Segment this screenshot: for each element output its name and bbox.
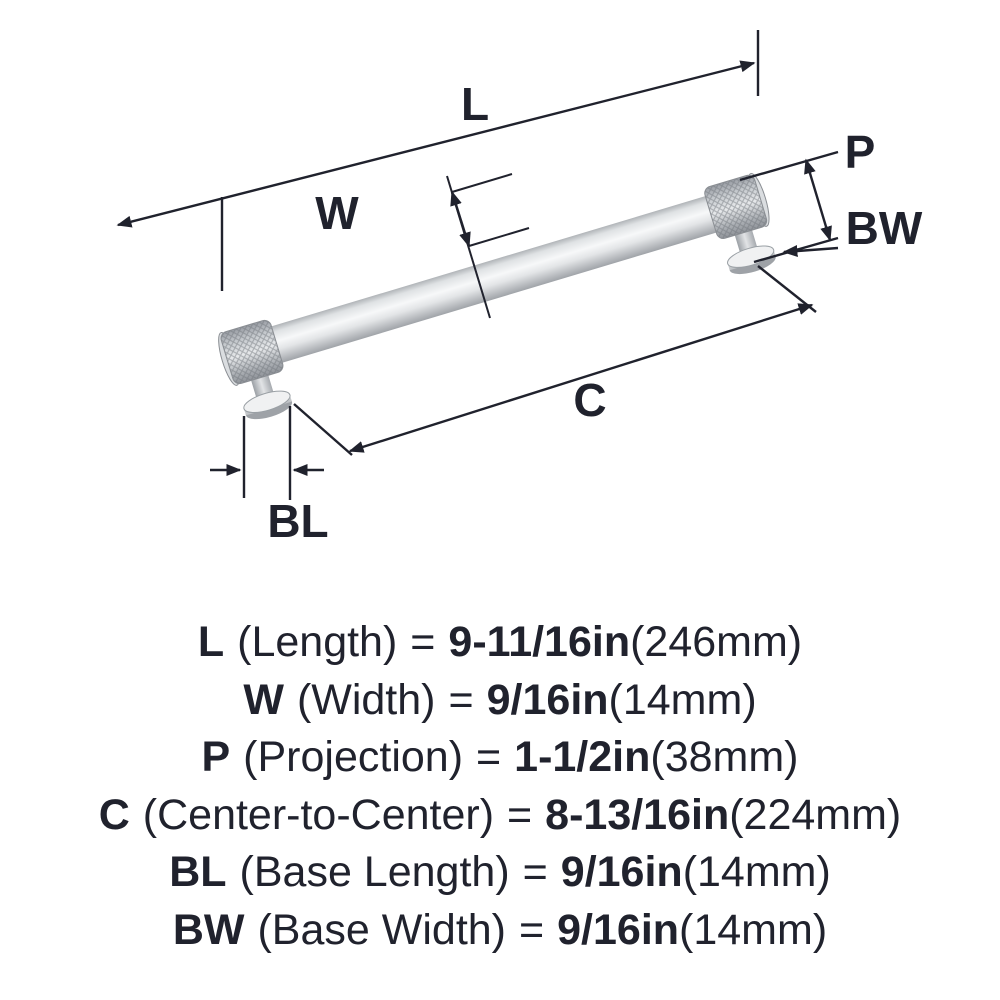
dimension-diagram: L W P BW C — [116, 30, 923, 547]
left-cap-knurl-texture — [221, 320, 283, 384]
spec-equals: = — [507, 790, 533, 839]
spec-equals: = — [410, 618, 436, 666]
spec-metric: (14mm) — [682, 848, 831, 896]
spec-equals: = — [448, 675, 474, 724]
width-extension-tick-bottom — [468, 227, 530, 247]
spec-metric: (224mm) — [729, 790, 902, 839]
spec-name: (Length) — [237, 618, 398, 666]
spec-symbol: BW — [172, 905, 245, 954]
spec-name: (Projection) — [243, 733, 464, 781]
spec-symbol: P — [201, 733, 231, 781]
dimension-label-width: W — [315, 187, 359, 239]
dimension-label-projection: P — [845, 126, 876, 178]
spec-value: 9/16in — [557, 905, 680, 954]
width-extension-tick-top — [451, 173, 513, 193]
dimension-label-base-width: BW — [846, 202, 923, 254]
left-mounting-post — [243, 372, 293, 420]
center-extension-line-left — [293, 403, 353, 456]
projection-extension-line-top — [739, 150, 839, 182]
dimension-label-center-to-center: C — [573, 374, 606, 426]
handle-drawing — [218, 173, 776, 420]
spec-equals: = — [519, 905, 545, 954]
projection-dimension-arrow — [804, 158, 832, 242]
spec-metric: (14mm) — [679, 905, 828, 954]
spec-value: 9/16in — [486, 675, 609, 724]
dimension-length: L — [116, 30, 760, 291]
spec-equals: = — [476, 733, 502, 781]
right-mounting-post — [727, 227, 776, 275]
spec-row-base-width: BW (Base Width) = 9/16in (14mm) — [0, 902, 1000, 960]
spec-name: (Center-to-Center) — [142, 790, 495, 839]
spec-name: (Base Length) — [239, 848, 510, 896]
right-post-base-top — [727, 245, 775, 268]
spec-symbol: W — [243, 675, 284, 724]
center-extension-line-right — [757, 265, 817, 313]
spec-row-base-length: BL (Base Length) = 9/16in (14mm) — [0, 844, 1000, 902]
dimension-projection: P — [739, 126, 876, 264]
dimension-base-width: BW — [782, 202, 923, 257]
width-dimension-arrow — [450, 190, 471, 248]
left-post-base-top — [243, 390, 291, 413]
spec-row-center-to-center: C (Center-to-Center) = 8-13/16in (224mm) — [0, 787, 1000, 845]
dimension-label-base-length: BL — [267, 495, 328, 547]
spec-value: 9/16in — [560, 848, 683, 896]
spec-row-width: W (Width) = 9/16in (14mm) — [0, 672, 1000, 730]
left-end-cap — [218, 319, 284, 386]
spec-value: 9-11/16in — [448, 618, 631, 666]
spec-equals: = — [522, 848, 548, 896]
spec-value: 1-1/2in — [514, 733, 651, 781]
spec-symbol: C — [98, 790, 130, 839]
length-dimension-line — [116, 60, 756, 228]
spec-symbol: BL — [169, 848, 227, 896]
dimension-label-length: L — [461, 78, 489, 130]
spec-name: (Width) — [296, 675, 436, 724]
spec-symbol: L — [197, 618, 225, 666]
spec-value: 8-13/16in — [545, 790, 730, 839]
spec-row-length: L (Length) = 9-11/16in (246mm) — [0, 614, 1000, 672]
spec-list: L (Length) = 9-11/16in (246mm) W (Width)… — [0, 614, 1000, 959]
spec-row-projection: P (Projection) = 1-1/2in (38mm) — [0, 729, 1000, 787]
base-width-leader-arrow — [782, 245, 839, 257]
center-dimension-line — [348, 303, 814, 453]
spec-name: (Base Width) — [257, 905, 506, 954]
spec-metric: (14mm) — [608, 675, 757, 724]
dimension-width: W — [315, 173, 530, 319]
dimension-center-to-center: C — [293, 265, 817, 456]
dimension-base-length: BL — [210, 406, 329, 547]
spec-metric: (38mm) — [650, 733, 799, 781]
spec-metric: (246mm) — [630, 618, 803, 666]
